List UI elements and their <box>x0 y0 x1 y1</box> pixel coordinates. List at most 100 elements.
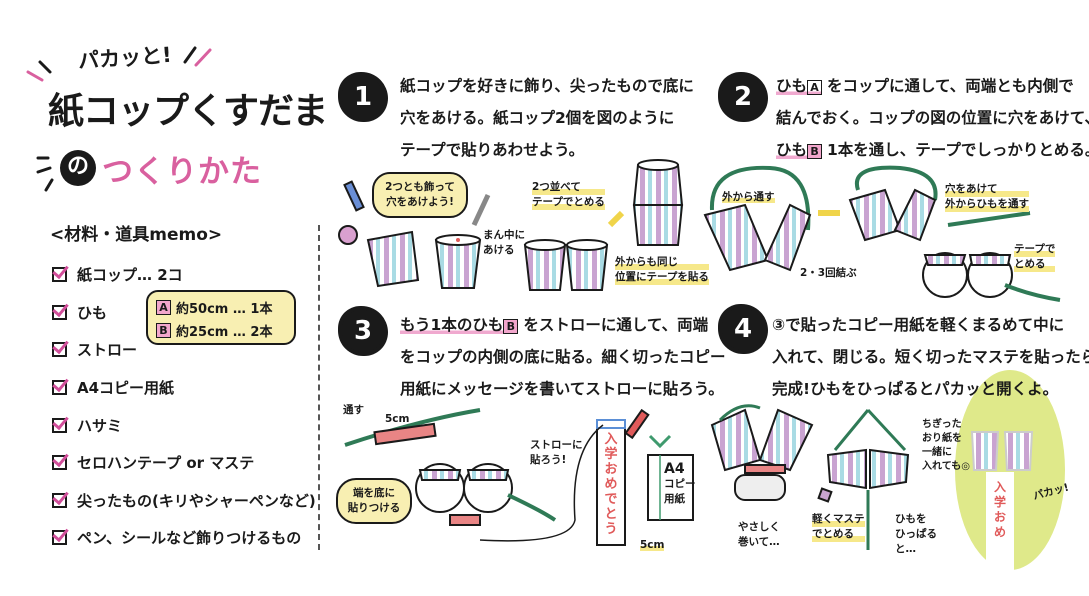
photo-message-strip: 入学おめ <box>993 480 1006 539</box>
label-line: 外からも同じ <box>615 255 709 270</box>
step-line: テープで貼りあわせよう。 <box>400 141 585 159</box>
label-line: 穴をあけて <box>945 182 1029 197</box>
label-line: 外からひもを通す <box>945 197 1029 212</box>
label-line: テープでとめる <box>532 195 605 210</box>
title-particle-badge: の <box>60 150 96 186</box>
step-1-label-outside: 外からも同じ位置にテープを貼る <box>615 255 709 285</box>
label-line: A4 <box>664 461 685 477</box>
checkbox-checked-icon <box>52 304 67 320</box>
materials-item: ひも <box>52 294 316 332</box>
step-3-label-straw-length: 5cm <box>385 413 410 425</box>
tag-a: A <box>807 80 823 95</box>
tag-b: B <box>156 323 171 338</box>
label-line: と… <box>895 543 916 555</box>
checkbox-checked-icon <box>52 342 67 358</box>
label-line: コピー <box>664 478 696 490</box>
step-1-speech-bubble: 2つとも飾って穴をあけよう! <box>372 172 468 218</box>
text: ひも <box>776 141 808 159</box>
materials-item-label: ペン、シールなど飾りつけるもの <box>77 529 302 548</box>
step2-illustration <box>703 165 1061 302</box>
step-number: 2 <box>733 82 753 112</box>
materials-item: 尖ったもの(キリやシャーペンなど) <box>52 482 316 520</box>
label-line: 用紙 <box>664 493 685 505</box>
page-title: 紙コップくすだま <box>48 91 328 132</box>
materials-item: セロハンテープ or マステ <box>52 444 316 482</box>
step-line: 紙コップを好きに飾り、尖ったもので底に <box>400 77 694 95</box>
step-1-badge: 1 <box>342 76 384 118</box>
label-line: 一緒に <box>922 447 952 458</box>
label-line: 貼りつける <box>347 502 401 514</box>
divider <box>318 225 320 550</box>
checkbox-checked-icon <box>52 417 67 433</box>
step-2-label-hole: 穴をあけて外からひもを通す <box>945 182 1029 212</box>
step-2-label-thread: 外から通す <box>722 191 775 203</box>
step-4-label-tape: 軽くマステでとめる <box>812 512 865 542</box>
tag-b: B <box>503 319 519 334</box>
materials-item-label: 紙コップ… 2コ <box>77 266 183 285</box>
step-4-label-pull: ひもをひっぱると… <box>895 512 937 557</box>
step-3-label-strip-width: 5cm <box>640 539 665 551</box>
label-line: おり紙を <box>922 433 962 444</box>
string-a-length: 約50cm … 1本 <box>176 302 273 317</box>
checkbox-checked-icon <box>52 492 67 508</box>
step-number: 4 <box>733 314 753 344</box>
text: ひも <box>776 77 808 95</box>
label-line: 2つ並べて <box>532 180 605 195</box>
label-line: 入れても◎ <box>922 461 970 472</box>
label-line: ひもを <box>895 513 927 525</box>
label-line: まん中に <box>483 229 525 241</box>
label-line: 貼ろう! <box>530 454 567 466</box>
step-line: 用紙にメッセージを書いてストローに貼ろう。 <box>400 380 724 398</box>
label-line: でとめる <box>812 527 865 542</box>
string-b-length: 約25cm … 2本 <box>176 325 273 340</box>
materials-item: 紙コップ… 2コ <box>52 256 316 294</box>
step-4-badge: 4 <box>722 308 764 350</box>
step-4-text: ③で貼ったコピー用紙を軽くまるめて中に 入れて、閉じる。短く切ったマステを貼った… <box>772 309 1089 405</box>
step-1-text: 紙コップを好きに飾り、尖ったもので底に 穴をあける。紙コップ2個を図のように テ… <box>400 70 694 166</box>
materials-item: ストロー <box>52 331 316 369</box>
step-3-bubble: 端を底に貼りつける <box>336 478 412 524</box>
step3-illustration <box>344 408 694 546</box>
text: もう1本のひも <box>400 316 504 334</box>
label-line: やさしく <box>738 521 780 533</box>
materials-item-label: A4コピー用紙 <box>77 379 175 398</box>
label-line: 2つとも飾って <box>385 181 455 193</box>
step-4-label-roll: やさしく巻いて… <box>738 520 780 550</box>
checkbox-checked-icon <box>52 455 67 471</box>
step-1-label-tape: 2つ並べてテープでとめる <box>532 180 605 210</box>
step-line: 入れて、閉じる。短く切ったマステを貼ったら <box>772 348 1089 366</box>
step-3-badge: 3 <box>342 310 384 352</box>
step-2-label-tape: テープでとめる <box>1014 242 1056 272</box>
message-strip-text: 入学おめでとう <box>604 432 618 537</box>
emphasis-marks <box>26 46 212 192</box>
step-3-label-thread: 通す <box>343 404 364 416</box>
label-line: テープで <box>1014 242 1056 257</box>
materials-item-label: ひも <box>77 303 108 322</box>
step-line: ③で貼ったコピー用紙を軽くまるめて中に <box>772 316 1065 334</box>
label-line: ストローに <box>530 439 583 451</box>
page-subtitle: つくりかた <box>102 154 262 190</box>
step-line: をコップの内側の底に貼る。細く切ったコピー <box>400 348 726 366</box>
materials-heading: <材料・道具memo> <box>50 225 223 245</box>
materials-item-label: ストロー <box>77 341 138 360</box>
step1-illustration <box>338 159 684 291</box>
text: 1本を通し、テープでしっかりとめる。 <box>827 141 1089 159</box>
materials-item-label: セロハンテープ or マステ <box>77 454 255 473</box>
materials-item-label: 尖ったもの(キリやシャーペンなど) <box>77 491 316 510</box>
step-2-badge: 2 <box>722 76 764 118</box>
label-line: 位置にテープを貼る <box>615 270 709 285</box>
step-2-label-knot: 2・3回結ぶ <box>800 267 857 279</box>
label-line: 端を底に <box>353 487 395 499</box>
label-line: 巻いて… <box>738 536 780 548</box>
materials-list: 紙コップ… 2コ ひも ストロー A4コピー用紙 ハサミ セロハンテープ or … <box>52 256 316 557</box>
materials-item: ハサミ <box>52 406 316 444</box>
materials-item: ペン、シールなど飾りつけるもの <box>52 519 316 557</box>
label-line: 穴をあけよう! <box>386 196 454 208</box>
